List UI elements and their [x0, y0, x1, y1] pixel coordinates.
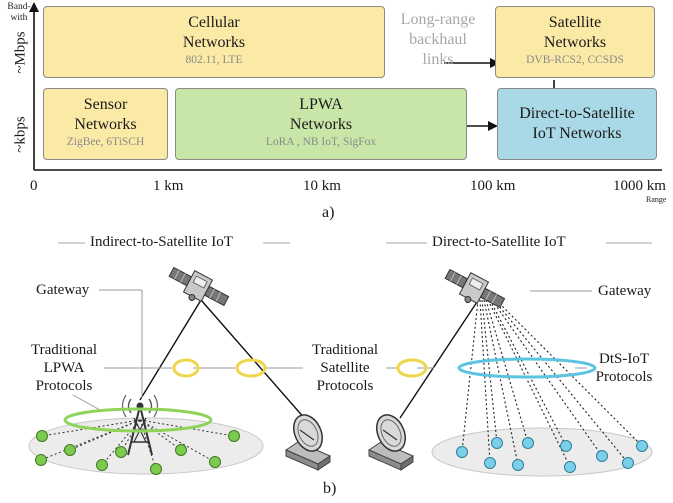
cellular-networks-box: Cellular Networks 802.11, LTE [43, 6, 385, 78]
dts-devices [456, 437, 648, 473]
backhaul-label: Long-range backhaul links [390, 10, 486, 70]
lpwa-arrowhead [488, 121, 498, 131]
satellite-title-2: Networks [543, 34, 607, 51]
lpwa-protocols-line-2: LPWA [43, 360, 85, 376]
satellite-protocols-label: Traditional Satellite Protocols [303, 341, 387, 395]
lpwa-title-2: Networks [289, 116, 353, 133]
sat-protocols-line-1: Traditional [311, 342, 379, 358]
dts-protocols-line-1: DtS-IoT [599, 351, 649, 367]
lpwa-title-1: LPWA [299, 96, 343, 113]
satellite-protocols: DVB-RCS2, CCSDS [526, 54, 624, 66]
cellular-title-2: Networks [182, 34, 246, 51]
sensor-protocols: ZigBee, 6TiSCH [66, 136, 145, 148]
sat-protocols-line-2: Satellite [320, 360, 370, 376]
ring-yellow-3 [396, 358, 428, 378]
sensor-title-2: Networks [74, 116, 137, 133]
y-label-mbps: ~Mbps [12, 31, 29, 74]
x-tick-1km: 1 km [153, 178, 184, 194]
lpwa-protocols-label: Traditional LPWA Protocols [26, 341, 102, 395]
cellular-protocols: 802.11, LTE [185, 54, 243, 66]
backhaul-line-3: links [422, 51, 454, 68]
x-tick-10km: 10 km [303, 178, 341, 194]
dts-protocols-line-2: Protocols [595, 369, 653, 385]
direct-uplink-station [399, 301, 478, 419]
lpwa-ring-leader [72, 394, 101, 411]
ring-yellow-2 [235, 358, 267, 378]
lpwa-devices [35, 430, 240, 475]
ground-station-left-icon [284, 414, 332, 471]
lpwa-protocols-line-1: Traditional [30, 342, 98, 358]
cellular-title-1: Cellular [188, 14, 240, 31]
ring-yellow-1 [172, 358, 200, 378]
caption-b: b) [323, 480, 337, 497]
ring-lpwa [63, 407, 213, 433]
dts-title-2: IoT Networks [532, 125, 622, 142]
gateway-right-label: Gateway [598, 283, 652, 299]
lpwa-networks-box: LPWA Networks LoRA , NB IoT, SigFox [175, 88, 467, 160]
satellite-left-icon [168, 266, 230, 307]
satellite-networks-box: Satellite Networks DVB-RCS2, CCSDS [495, 6, 655, 78]
sensor-title-1: Sensor [83, 96, 128, 113]
satellite-title-1: Satellite [548, 14, 602, 31]
y-axis-title: Band-with [7, 2, 31, 23]
sat-protocols-line-3: Protocols [316, 378, 374, 394]
satellite-right-icon [444, 268, 506, 309]
gateway-left-label: Gateway [36, 282, 90, 298]
ring-dts [457, 357, 597, 379]
caption-a: a) [322, 204, 335, 221]
direct-title: Direct-to-Satellite IoT [432, 234, 566, 250]
backhaul-line-2: backhaul [409, 31, 467, 48]
x-tick-1000km: 1000 km [613, 178, 666, 194]
y-label-kbps: ~kbps [12, 116, 29, 153]
indirect-uplink-gateway [139, 299, 202, 401]
dts-protocols-label: DtS-IoT Protocols [588, 350, 660, 386]
ground-station-right-icon [367, 414, 415, 471]
backhaul-line-1: Long-range [400, 11, 476, 28]
x-tick-0: 0 [30, 178, 38, 194]
sensor-networks-box: Sensor Networks ZigBee, 6TiSCH [43, 88, 168, 160]
lpwa-protocols: LoRA , NB IoT, SigFox [265, 136, 377, 148]
x-tick-100km: 100 km [470, 178, 516, 194]
x-axis-title: Range [646, 195, 667, 204]
dts-iot-networks-box: Direct-to-Satellite IoT Networks [497, 88, 657, 160]
dts-title-1: Direct-to-Satellite [519, 105, 635, 122]
indirect-title: Indirect-to-Satellite IoT [90, 234, 233, 250]
y-axis-arrowhead [29, 2, 39, 12]
lpwa-protocols-line-3: Protocols [35, 378, 93, 394]
